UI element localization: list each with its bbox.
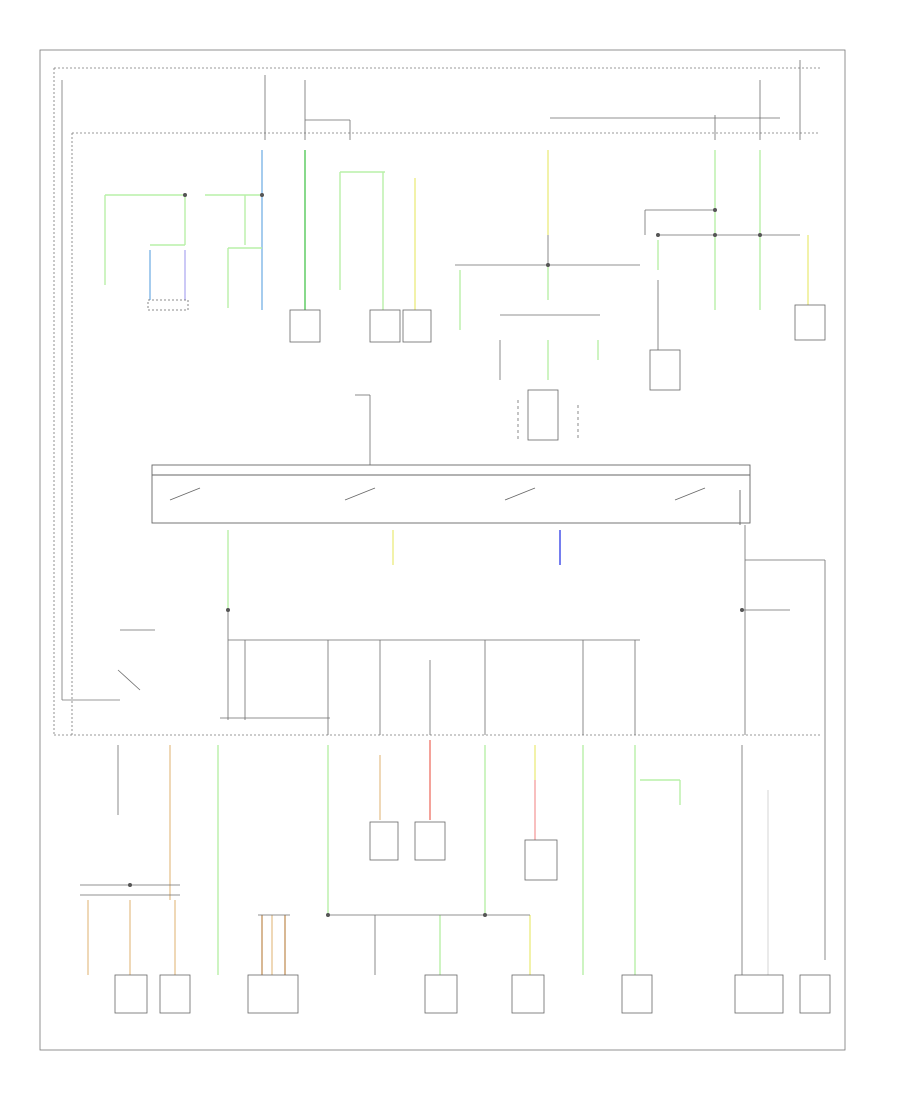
connector-block-3 <box>402 309 432 343</box>
upper-wires <box>104 150 809 380</box>
splice-points <box>128 193 762 917</box>
connector-block-1 <box>289 309 321 343</box>
connector-block-7 <box>147 299 189 311</box>
load-4 <box>424 974 458 1014</box>
load-2 <box>159 974 191 1014</box>
load-3 <box>247 974 299 1014</box>
top-fuse-feeds <box>264 60 801 140</box>
lower-wires <box>87 740 681 975</box>
connector-block-4 <box>794 304 826 341</box>
upper-loads <box>369 821 558 881</box>
load-7 <box>734 974 784 1014</box>
load-8 <box>799 974 831 1014</box>
bottom-loads <box>114 974 831 1014</box>
ignition-switch <box>151 464 751 525</box>
middle-wires <box>227 530 561 610</box>
diagram-frame <box>39 49 846 1051</box>
top-connector-blocks <box>147 299 826 441</box>
middle-gray-wires <box>117 525 826 960</box>
connector-block-6 <box>527 389 559 441</box>
connector-block-2 <box>369 309 401 343</box>
lower-gray-wires <box>80 745 769 975</box>
load-5 <box>511 974 545 1014</box>
load-1 <box>114 974 148 1014</box>
load-6 <box>621 974 653 1014</box>
connector-block-5 <box>649 349 681 391</box>
